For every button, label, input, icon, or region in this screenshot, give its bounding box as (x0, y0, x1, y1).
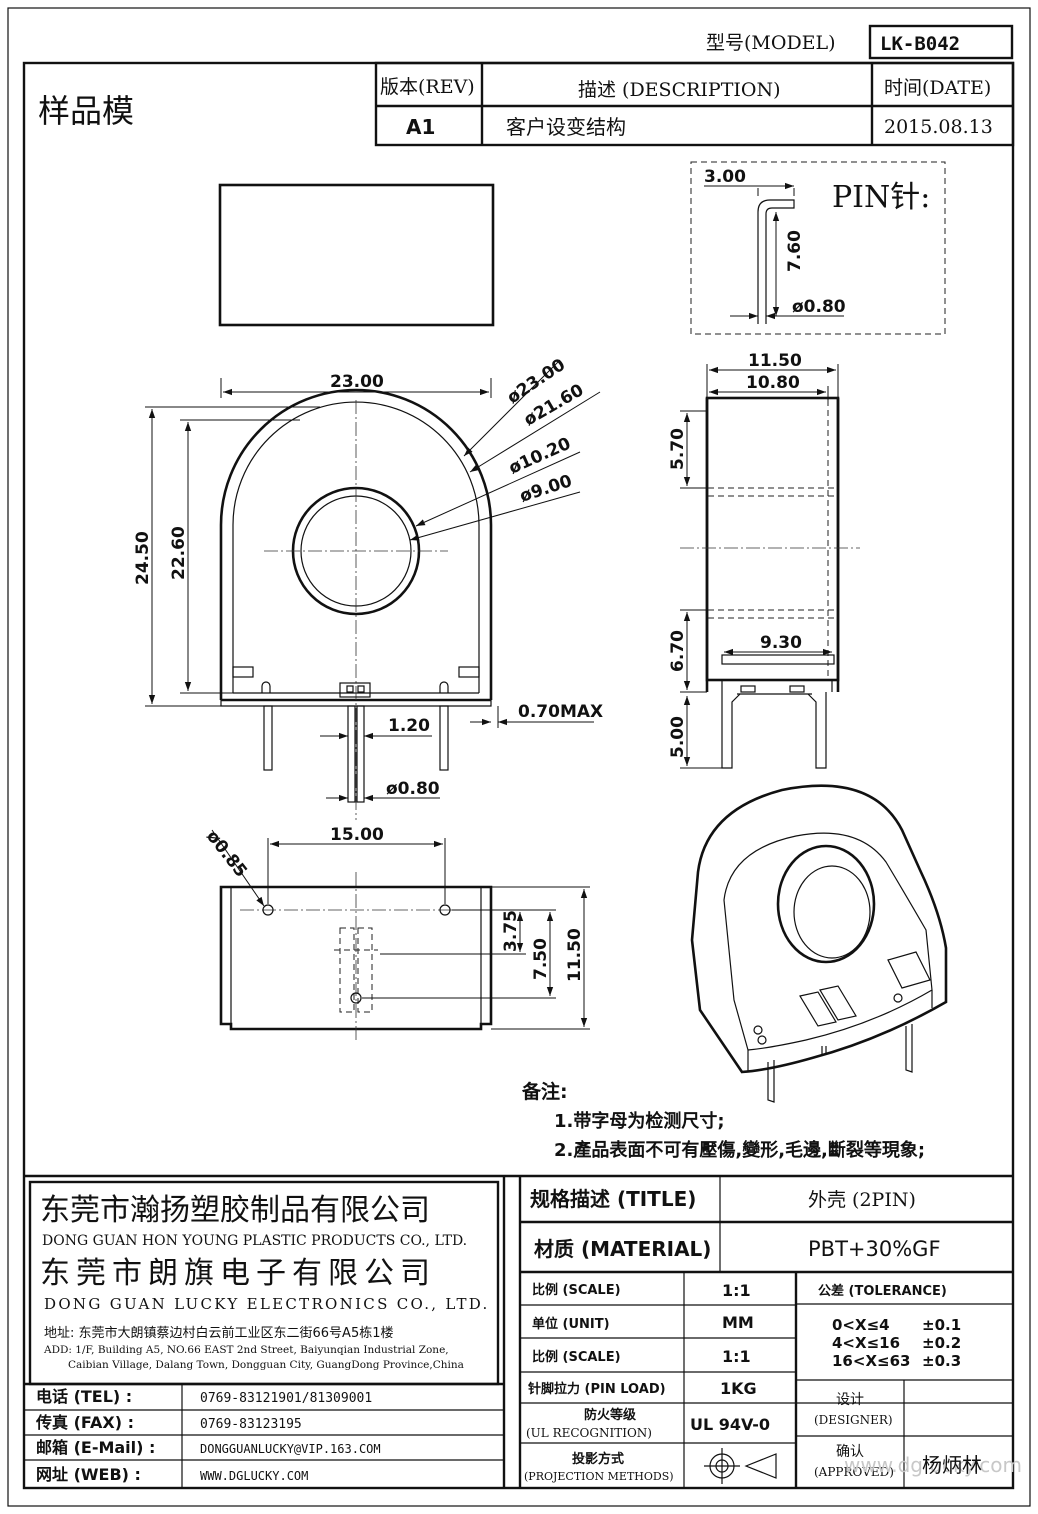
spec-pinload-label: 针脚拉力 (PIN LOAD) (527, 1381, 666, 1397)
side-slot-width: 9.30 (760, 633, 802, 653)
spec-unit-value: MM (722, 1313, 754, 1332)
model-label: 型号(MODEL) (706, 32, 836, 54)
date-label: 时间(DATE) (884, 77, 991, 99)
pin-detail-box: PIN针: 3.00 7.60 ø0.80 (690, 161, 946, 335)
front-width-dim: 23.00 (330, 372, 384, 392)
bottom-h3: 11.50 (565, 928, 585, 982)
spec-unit-label: 单位 (UNIT) (532, 1316, 610, 1332)
front-max-offset: 0.70MAX (518, 702, 603, 722)
pin-dia-dim: ø0.80 (792, 297, 846, 317)
approved-label-1: 确认 (836, 1444, 864, 1460)
spec-scale2-value: 1:1 (722, 1347, 751, 1366)
tolerance-range-1: 0<X≤4 (832, 1316, 890, 1334)
company-address-en-1: ADD: 1/F, Building A5, NO.66 EAST 2nd St… (43, 1344, 449, 1356)
tolerance-value-3: ±0.3 (922, 1352, 961, 1370)
spec-material-label: 材质 (MATERIAL) (534, 1237, 711, 1261)
contact-label-web: 网址 (WEB) : (36, 1465, 141, 1484)
bottom-h1: 3.75 (501, 910, 521, 952)
spec-ul-label-2: (UL RECOGNITION) (526, 1426, 652, 1440)
isometric-view (690, 784, 948, 1103)
front-height-inner: 22.60 (169, 526, 189, 580)
spec-pinload-value: 1KG (720, 1379, 757, 1398)
contact-value-email[interactable]: DONGGUANLUCKY@VIP.163.COM (200, 1442, 381, 1456)
company-address-en-2: Caibian Village, Dalang Town, Dongguan C… (68, 1359, 464, 1371)
pin-height-dim: 7.60 (785, 230, 805, 272)
pin-width-dim: 3.00 (704, 167, 746, 187)
spec-material-value: PBT+30%GF (808, 1237, 941, 1261)
side-outer-width: 11.50 (748, 351, 802, 371)
projection-symbol-icon (704, 1448, 777, 1484)
contact-value-tel: 0769-83121901/81309001 (200, 1391, 372, 1406)
tolerance-range-3: 16<X≤63 (832, 1352, 910, 1370)
spec-proj-label-2: (PROJECTION METHODS) (524, 1470, 674, 1483)
side-pin-length: 5.00 (668, 716, 688, 758)
spec-scale2-label: 比例 (SCALE) (532, 1349, 621, 1365)
tolerance-value-2: ±0.2 (922, 1334, 961, 1352)
company-name-cn-1: 东莞市瀚扬塑胶制品有限公司 (40, 1193, 430, 1228)
notes: 备注: 1.带字母为检测尺寸; 2.產品表面不可有壓傷,變形,毛邊,斷裂等現象; (521, 1080, 925, 1161)
company-name-en-1: DONG GUAN HON YOUNG PLASTIC PRODUCTS CO.… (42, 1233, 467, 1249)
note-item-1: 1.带字母为检测尺寸; (554, 1110, 725, 1132)
front-pin-gap: 1.20 (388, 716, 430, 736)
spec-title-label: 规格描述 (TITLE) (530, 1187, 696, 1211)
front-pin-dia: ø0.80 (386, 779, 440, 799)
side-inner-width: 10.80 (746, 373, 800, 393)
watermark: www.dg ucky.com (844, 1453, 1022, 1477)
outer-frame (7, 7, 1031, 1507)
company-address-cn: 地址: 东莞市大朗镇蔡边村白云前工业区东二街66号A5栋1楼 (44, 1325, 394, 1341)
pin-title: PIN针: (832, 180, 930, 215)
approved-label-2: (APPROVED) (814, 1465, 894, 1479)
contact-label-email: 邮箱 (E-Mail) : (36, 1438, 155, 1457)
side-view: 11.50 10.80 5.70 6.70 9.30 5.00 (668, 351, 860, 769)
spec-title-value: 外壳 (2PIN) (808, 1189, 916, 1211)
spec-ul-label-1: 防火等级 (584, 1407, 637, 1423)
spec-ul-value: UL 94V-0 (690, 1415, 770, 1434)
company-name-en-2: DONG GUAN LUCKY ELECTRONICS CO., LTD. (44, 1295, 490, 1313)
side-top-height: 5.70 (668, 428, 688, 470)
side-bottom-height: 6.70 (668, 630, 688, 672)
approver-name: 杨炳林 (922, 1453, 982, 1477)
designer-label-1: 设计 (836, 1392, 864, 1408)
rev-value: A1 (406, 115, 435, 139)
tolerance-label: 公差 (TOLERANCE) (818, 1283, 947, 1299)
bottom-h2: 7.50 (531, 938, 551, 980)
date-value: 2015.08.13 (884, 116, 993, 138)
note-item-2: 2.產品表面不可有壓傷,變形,毛邊,斷裂等現象; (554, 1139, 925, 1161)
desc-value: 客户设变结构 (506, 115, 626, 139)
title-block: 东莞市瀚扬塑胶制品有限公司 DONG GUAN HON YOUNG PLASTI… (24, 1174, 1022, 1488)
rev-label: 版本(REV) (380, 76, 475, 98)
contact-value-fax: 0769-83123195 (200, 1417, 302, 1432)
designer-label-2: (DESIGNER) (814, 1413, 893, 1427)
top-view-rectangle (218, 183, 495, 327)
company-name-cn-2: 东莞市朗旗电子有限公司 (40, 1256, 436, 1291)
contact-value-web[interactable]: WWW.DGLUCKY.COM (200, 1469, 308, 1483)
tolerance-value-1: ±0.1 (922, 1316, 961, 1334)
spec-proj-label-1: 投影方式 (572, 1451, 624, 1467)
front-height-total: 24.50 (133, 531, 153, 585)
contact-label-tel: 电话 (TEL) : (36, 1387, 132, 1406)
spec-scale-label: 比例 (SCALE) (532, 1282, 621, 1298)
desc-label: 描述 (DESCRIPTION) (578, 79, 781, 101)
bottom-pitch: 15.00 (330, 825, 384, 845)
contact-label-fax: 传真 (FAX) : (35, 1413, 134, 1432)
model-value: LK-B042 (880, 33, 960, 55)
bottom-hole-dia: ø0.85 (202, 827, 251, 882)
tolerance-range-2: 4<X≤16 (832, 1334, 900, 1352)
bottom-view: ø0.85 15.00 3.75 7.50 11.50 (202, 825, 590, 1040)
spec-scale-value: 1:1 (722, 1281, 751, 1300)
model-header: 型号(MODEL) LK-B042 (706, 24, 1014, 60)
revision-table: 样品模 版本(REV) 描述 (DESCRIPTION) 时间(DATE) A1… (38, 61, 1015, 147)
front-view: 23.00 ø23.00 ø21.60 ø10.20 ø9.00 24.50 2… (133, 355, 603, 820)
sample-label: 样品模 (38, 92, 134, 130)
notes-title: 备注: (521, 1080, 568, 1103)
